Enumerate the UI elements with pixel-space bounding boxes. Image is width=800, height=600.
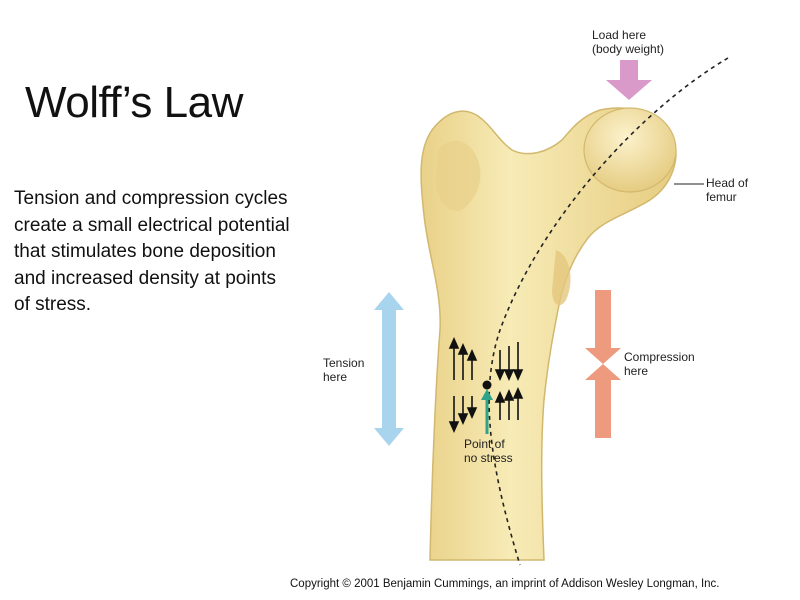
tension-label-line2: here: [323, 370, 348, 384]
compression-label: Compression here: [624, 350, 695, 378]
greater-trochanter-shading: [436, 140, 481, 211]
stress-arrows-icon: [448, 337, 524, 433]
lesser-trochanter: [552, 250, 571, 306]
copyright-notice: Copyright © 2001 Benjamin Cummings, an i…: [290, 578, 720, 590]
head-label-line2: femur: [706, 190, 737, 204]
tension-arrow-icon: [374, 292, 404, 446]
load-arrow-icon: [606, 60, 652, 100]
femur-head: [583, 107, 677, 193]
femur-bone: [420, 107, 677, 561]
femur-outline: [420, 107, 677, 561]
tension-label: Tension here: [323, 356, 364, 384]
head-label-line1: Head of: [706, 176, 749, 190]
compression-label-line1: Compression: [624, 350, 695, 364]
load-label-line1: Load here: [592, 28, 647, 42]
no-stress-label-line2: no stress: [464, 451, 513, 465]
load-label: Load here (body weight): [592, 28, 664, 56]
neutral-axis-dashed-line: [488, 57, 729, 566]
no-stress-arrow-icon: [481, 380, 493, 434]
no-stress-label: Point of no stress: [464, 437, 513, 465]
compression-label-line2: here: [624, 364, 649, 378]
slide-title: Wolff’s Law: [25, 78, 243, 127]
no-stress-label-line1: Point of: [464, 437, 505, 451]
compression-arrow-icon: [585, 290, 621, 438]
tension-label-line1: Tension: [323, 356, 365, 370]
load-label-line2: (body weight): [592, 42, 665, 56]
head-of-femur-label: Head of femur: [706, 176, 748, 204]
slide-description: Tension and compression cycles create a …: [14, 188, 290, 315]
